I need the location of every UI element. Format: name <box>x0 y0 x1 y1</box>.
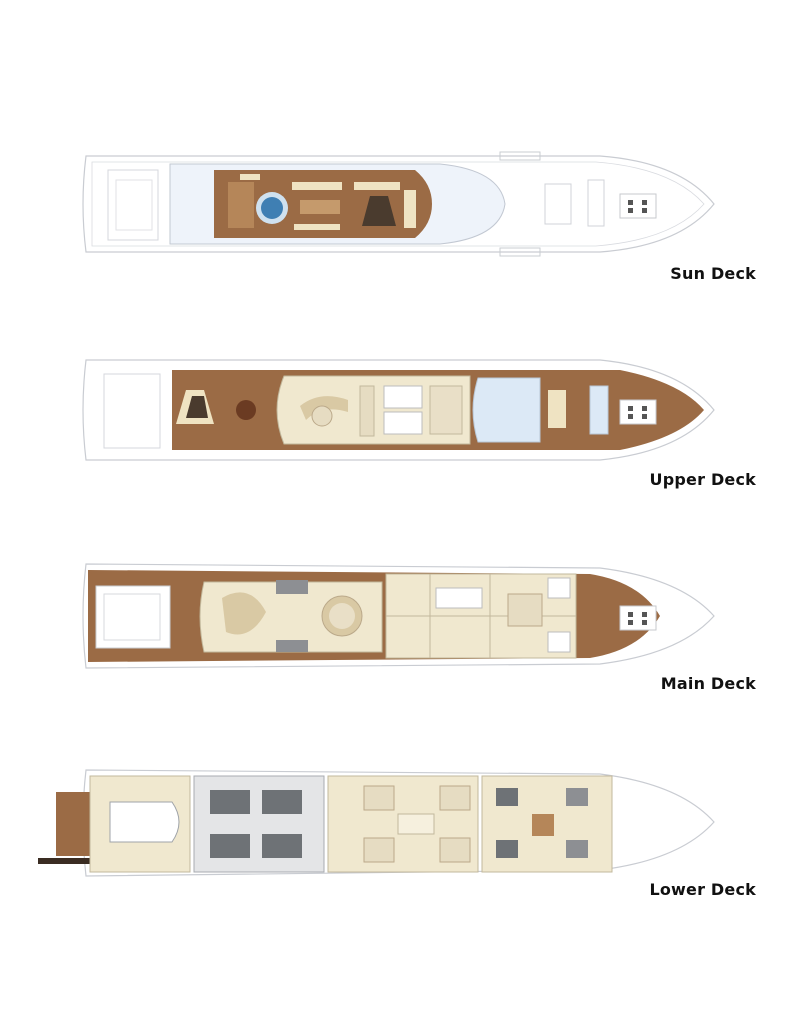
jacuzzi <box>261 197 283 219</box>
deck-label-sun: Sun Deck <box>670 264 756 283</box>
lower-deck: Lower Deck <box>0 758 800 908</box>
master-bed <box>507 593 543 627</box>
lower-deck-plan <box>38 769 715 877</box>
deck-label-lower: Lower Deck <box>649 880 756 899</box>
main-deck: Main Deck <box>0 552 800 702</box>
sun-deck-plan <box>82 151 715 257</box>
main-deck-plan <box>82 563 715 669</box>
upper-deck: Upper Deck <box>0 346 800 496</box>
deck-label-upper: Upper Deck <box>649 470 756 489</box>
upper-bridge <box>472 377 541 443</box>
deck-label-main: Main Deck <box>660 674 756 693</box>
sun-deck: Sun Deck <box>0 140 800 290</box>
swim-platform <box>56 792 90 856</box>
upper-deck-plan <box>82 359 715 461</box>
